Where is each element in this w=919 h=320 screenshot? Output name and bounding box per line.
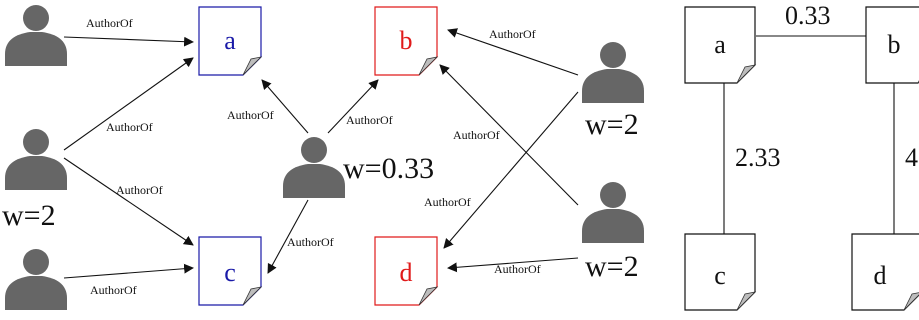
edge-p2-c [63,157,194,246]
document-b-label: b [400,26,413,55]
graph-node-b-label: b [888,30,901,59]
edge-label-p1-a: AuthorOf [86,16,133,30]
weight-right-bottom: w=2 [585,250,639,283]
edge-label-center-c: AuthorOf [287,235,334,249]
person-bottom-left-icon [5,249,67,310]
edge-label-p2-a: AuthorOf [106,120,153,134]
edge-label-pr1-d: AuthorOf [424,195,471,209]
document-a: a [198,6,262,76]
graph-node-c-label: c [714,261,726,290]
person-top-left-icon [5,5,67,66]
graph-node-a-label: a [714,30,726,59]
graph-node-a: a [684,6,757,84]
weight-center: w=0.33 [343,152,434,185]
edge-label-pr1-b: AuthorOf [489,27,536,41]
document-a-label: a [224,26,236,55]
document-d-label: d [400,258,413,287]
edge-label-pr2-d: AuthorOf [494,262,541,276]
edge-label-center-b: AuthorOf [346,113,393,127]
person-mid-left-icon [5,129,67,190]
document-d: d [374,236,438,306]
graph-edge-ac-weight: 2.33 [735,143,781,172]
person-right-top-icon [582,42,644,103]
weight-right-top: w=2 [585,108,639,141]
graph-node-d-label: d [874,261,887,290]
edge-label-p2-c: AuthorOf [116,183,163,197]
person-right-bottom-icon [582,182,644,243]
edge-pr2-b [439,64,579,206]
graph-node-c: c [684,233,757,311]
graph-edge-bd-weight: 4 [905,143,918,172]
graph-edge-ab-weight: 0.33 [785,1,831,30]
document-c-label: c [224,258,236,287]
person-icons [5,5,644,310]
edge-center-c [267,199,309,274]
graph-node-b: b [865,6,919,84]
authorof-edges [63,28,579,279]
edge-center-b [327,79,379,134]
edge-pr1-b [447,28,579,76]
weighted-graph-edges [723,35,895,234]
edge-label-pr2-b: AuthorOf [453,128,500,142]
edge-pr1-d [443,91,579,249]
graph-node-d: d [851,233,919,311]
authorof-labels: AuthorOf AuthorOf AuthorOf AuthorOf Auth… [86,16,541,297]
edge-center-a [261,79,309,134]
edge-p3-c [63,263,194,279]
document-b: b [374,6,438,76]
edge-p1-a [63,36,194,47]
document-c: c [198,236,262,306]
edge-label-center-a: AuthorOf [227,108,274,122]
edge-pr2-d [447,257,579,273]
person-center-icon [283,137,345,198]
edge-p2-a [63,57,194,151]
weight-left: w=2 [2,199,56,232]
edge-label-p3-c: AuthorOf [90,283,137,297]
